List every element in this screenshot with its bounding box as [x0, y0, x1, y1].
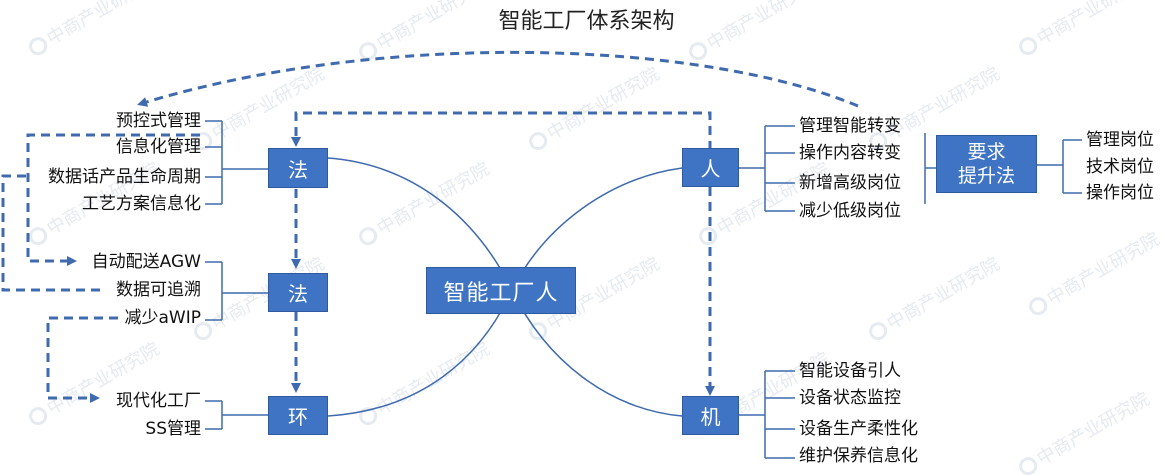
- curve-center-to-huan: [327, 289, 513, 417]
- label-ren-3: 减少低级岗位: [799, 201, 901, 221]
- label-huan-1: SS管理: [145, 419, 201, 439]
- label-ji-1: 设备状态监控: [799, 388, 901, 408]
- label-req-0: 管理岗位: [1086, 130, 1154, 150]
- label-ji-3: 维护保养信息化: [799, 446, 918, 466]
- node-fa-mid: 法: [268, 273, 328, 312]
- bracket-fa-mid: [205, 261, 268, 321]
- label-ji-2: 设备生产柔性化: [799, 419, 918, 439]
- node-requirement: 要求 提升法: [936, 135, 1037, 193]
- label-fa-top-0: 预控式管理: [116, 111, 201, 131]
- node-ren: 人: [682, 148, 739, 187]
- curve-fa-to-center: [327, 157, 513, 291]
- label-ren-1: 操作内容转变: [799, 143, 901, 163]
- node-fa-top: 法: [268, 148, 328, 188]
- dashed-ren-to-fa: [291, 111, 712, 150]
- label-ji-0: 智能设备引人: [799, 361, 901, 381]
- bracket-ji: [739, 370, 795, 459]
- bracket-requirement: [1037, 139, 1082, 194]
- dashed-flows: [1, 50, 859, 403]
- bracket-ren: [739, 125, 936, 212]
- bracket-fa-top: [205, 120, 268, 205]
- label-huan-0: 现代化工厂: [116, 391, 201, 411]
- label-req-1: 技术岗位: [1086, 157, 1154, 177]
- requirement-line-1: 要求: [967, 141, 1006, 163]
- node-huan: 环: [268, 396, 328, 435]
- requirement-line-2: 提升法: [957, 165, 1015, 187]
- label-fa-top-1: 信息化管理: [116, 137, 201, 157]
- diagram-title: 智能工厂体系架构: [498, 9, 675, 34]
- dashed-loop-3: [46, 316, 118, 403]
- label-fa-top-2: 数据话产品生命周期: [48, 167, 201, 187]
- bracket-huan: [205, 400, 268, 430]
- dashed-loop-2: [1, 174, 104, 292]
- node-center: 智能工厂人: [426, 267, 576, 314]
- dashed-loop-1: [26, 133, 200, 266]
- curve-ji-to-center: [511, 289, 683, 417]
- label-req-2: 操作岗位: [1086, 183, 1154, 203]
- label-ren-2: 新增高级岗位: [799, 173, 901, 193]
- label-fa-top-3: 工艺方案信息化: [82, 194, 201, 214]
- node-ji: 机: [682, 396, 739, 435]
- dashed-arc-top: [137, 50, 859, 108]
- curve-ren-to-center: [511, 167, 683, 291]
- label-fa-mid-2: 减少aWIP: [124, 308, 202, 328]
- label-ren-0: 管理智能转变: [799, 116, 901, 136]
- label-fa-mid-1: 数据可追溯: [116, 280, 201, 300]
- label-fa-mid-0: 自动配送AGW: [91, 252, 201, 272]
